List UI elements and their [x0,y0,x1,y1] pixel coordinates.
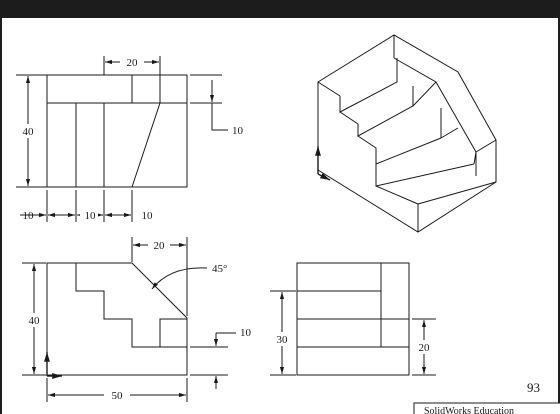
isometric-edge [473,151,477,165]
label-mask [416,340,432,354]
front-dim-right: 10 [232,125,244,137]
footer-frame [413,402,560,414]
label-mask [26,313,42,327]
isometric-edge [317,81,341,97]
front-dim-bottom-a: 10 [23,210,35,222]
front-dim-top: 20 [127,57,139,69]
top-dim-top: 20 [154,240,166,252]
isometric-edge [417,181,497,205]
top-dim-left: 40 [29,315,41,327]
angle-leader [151,267,208,290]
front-dim-left: 40 [23,126,35,138]
front-dim-bottom-c: 10 [142,210,154,222]
front-view-slanted-edge [131,102,161,188]
footer-box: SolidWorks Education [413,402,560,414]
top-dim-right: 10 [240,327,252,339]
iso-axis-triad [315,146,331,181]
stair-step-2 [339,86,414,137]
stair-step-4 [375,163,475,187]
isometric-outline [317,34,497,233]
top-view-steps [75,263,187,348]
side-dim-right: 20 [419,342,431,354]
front-dim-bottom-b: 10 [85,210,97,222]
left-frame-edge [0,18,2,414]
stair-step-3 [357,108,442,165]
stair-step-1 [339,58,398,113]
isometric-view [317,34,497,233]
side-view [270,262,436,376]
label-mask [18,124,30,138]
isometric-edge [412,81,437,107]
window-top-bar [0,0,560,18]
top-dim-bottom: 50 [112,390,124,402]
isometric-edge [393,57,477,176]
front-view [16,56,228,222]
axis-x [317,172,331,181]
isometric-edge [475,139,497,153]
top-view-axis-triad [44,352,62,379]
footer-text: SolidWorks Education [424,406,514,414]
top-view [22,237,236,402]
label-mask [136,208,156,222]
isometric-edge [375,185,419,205]
page-number: 93 [527,380,540,395]
label-mask [80,208,98,222]
leader-line [211,103,228,131]
side-dim-left: 30 [277,334,289,346]
label-mask [274,332,290,346]
right-frame-edge [558,18,560,414]
front-view-outline [46,74,188,188]
isometric-edge [440,127,459,139]
top-dim-angle: 45° [212,263,227,275]
